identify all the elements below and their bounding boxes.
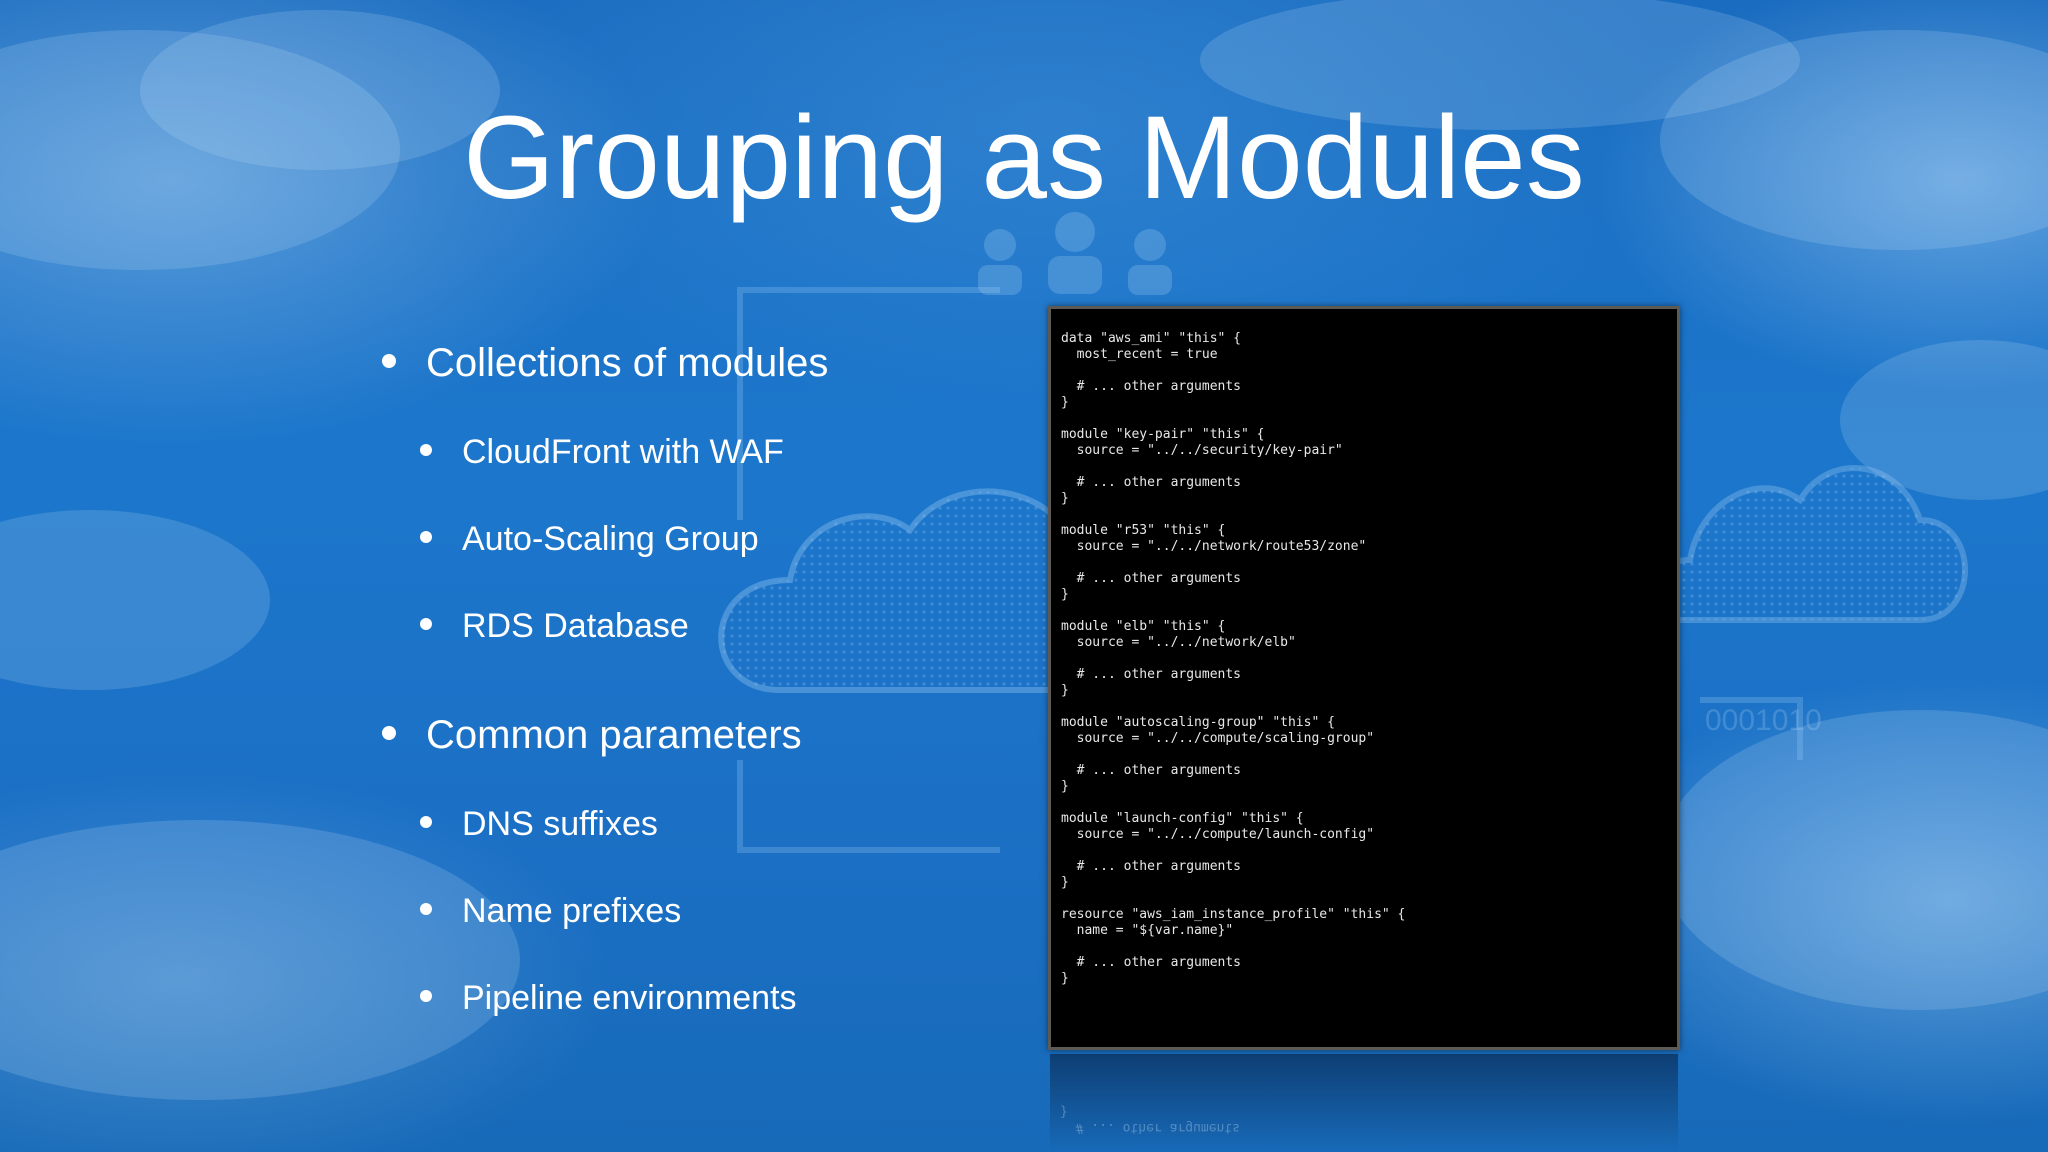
bullet-item: Common parameters xyxy=(382,710,802,760)
code-block: data "aws_ami" "this" { most_recent = tr… xyxy=(1061,331,1406,986)
svg-text:0001010: 0001010 xyxy=(1705,704,1822,737)
bullet-dot xyxy=(420,531,432,543)
bullet-dot xyxy=(420,816,432,828)
slide-title: Grouping as Modules xyxy=(463,92,1585,224)
bullet-text: Pipeline environments xyxy=(462,979,797,1017)
bullet-text: Collections of modules xyxy=(426,341,829,385)
bullet-dot xyxy=(382,354,396,368)
bullet-item: DNS suffixes xyxy=(420,802,658,846)
bullet-item: RDS Database xyxy=(420,604,689,648)
bullet-item: Auto-Scaling Group xyxy=(420,517,759,561)
bullet-item: CloudFront with WAF xyxy=(420,430,784,474)
bullet-text: RDS Database xyxy=(462,607,689,645)
bullet-item: Collections of modules xyxy=(382,338,829,388)
bullet-text: Auto-Scaling Group xyxy=(462,520,759,558)
bullet-text: Name prefixes xyxy=(462,892,682,930)
bullet-item: Pipeline environments xyxy=(420,976,797,1020)
bullet-text: Common parameters xyxy=(426,713,802,757)
code-reflection: # ... other arguments } xyxy=(1050,1054,1678,1152)
bullet-text: DNS suffixes xyxy=(462,805,658,843)
code-reflection-text: # ... other arguments } xyxy=(1060,1104,1241,1135)
bullet-dot xyxy=(420,903,432,915)
cloud-graphic xyxy=(718,488,1083,693)
code-screenshot: data "aws_ami" "this" { most_recent = tr… xyxy=(1048,306,1680,1050)
bullet-item: Name prefixes xyxy=(420,889,682,933)
bullet-dot xyxy=(420,444,432,456)
bullet-dot xyxy=(382,726,396,740)
bullet-dot xyxy=(420,618,432,630)
bullet-text: CloudFront with WAF xyxy=(462,433,784,471)
bullet-dot xyxy=(420,990,432,1002)
